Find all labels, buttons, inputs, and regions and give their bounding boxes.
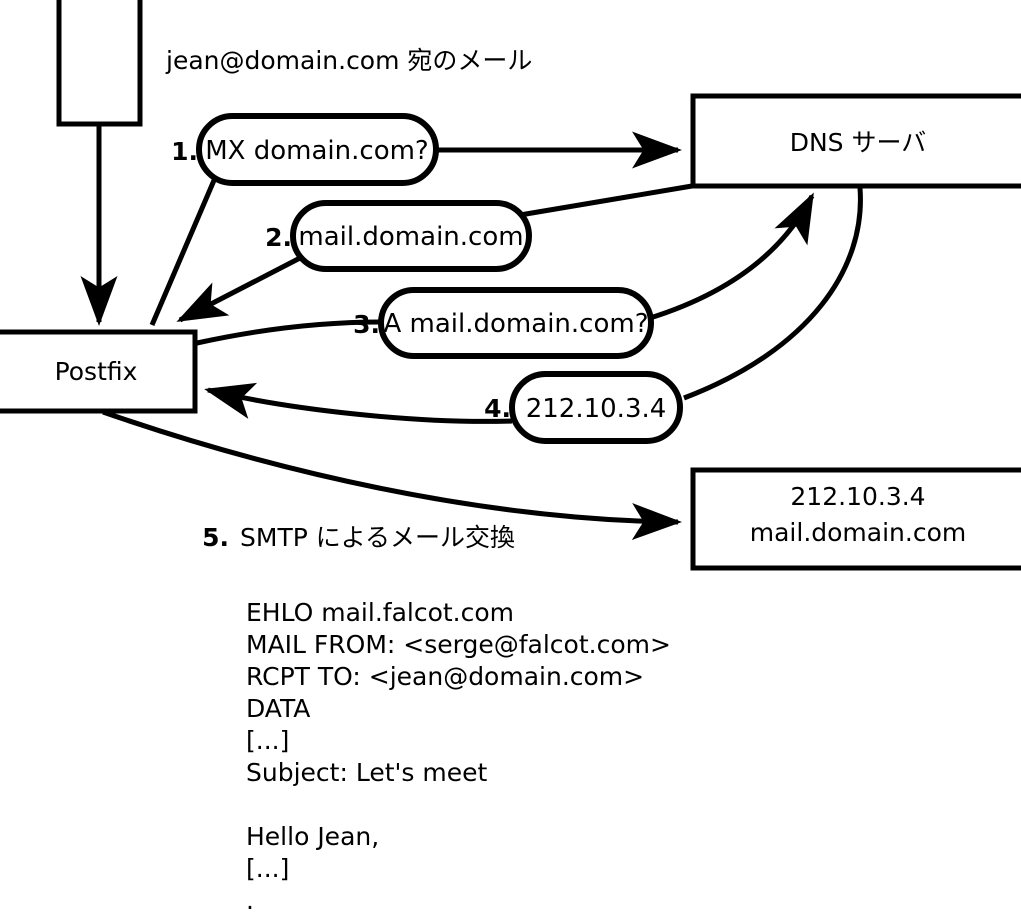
node-postfix-label: Postfix xyxy=(55,357,138,386)
smtp-line-4: [...] xyxy=(246,726,289,755)
step-1-label: MX domain.com? xyxy=(205,136,428,166)
step-2-label: mail.domain.com xyxy=(298,222,523,252)
step-4-pill xyxy=(509,371,683,444)
smtp-line-7: Hello Jean, xyxy=(246,822,379,851)
edge-step3-pill-to-dns xyxy=(649,192,815,321)
step-3-label: A mail.domain.com? xyxy=(384,309,649,339)
edge-step5-postfix-to-mailserver xyxy=(102,409,682,541)
smtp-line-2: RCPT TO: <jean@domain.com> xyxy=(246,662,644,691)
edge-step4-dns-to-pill xyxy=(683,187,863,401)
node-client-box xyxy=(56,0,143,127)
smtp-line-9: . xyxy=(246,886,254,915)
node-dns-server-box xyxy=(690,93,1021,189)
step-4-number: 4. xyxy=(484,394,511,423)
smtp-line-8: [...] xyxy=(246,854,289,883)
step-5-number: 5. xyxy=(202,523,229,552)
node-mail-server-hostname: mail.domain.com xyxy=(750,518,966,547)
smtp-line-1: MAIL FROM: <serge@falcot.com> xyxy=(246,630,671,659)
step-3-number: 3. xyxy=(353,310,380,339)
edge-step2-pill-to-postfix xyxy=(176,255,302,323)
smtp-line-3: DATA xyxy=(246,694,310,723)
step-2-pill xyxy=(290,200,532,272)
step-3-pill xyxy=(378,287,654,359)
smtp-line-5: Subject: Let's meet xyxy=(246,758,487,787)
step-2-number: 2. xyxy=(265,223,292,252)
step-5-label: SMTP によるメール交換 xyxy=(240,523,515,552)
caption-mail-for-jean: jean@domain.com 宛のメール xyxy=(165,46,532,75)
smtp-line-0: EHLO mail.falcot.com xyxy=(246,598,514,627)
node-dns-server-label: DNS サーバ xyxy=(790,128,927,157)
edge-step1-postfix-to-pill xyxy=(149,177,218,326)
step-1-number: 1. xyxy=(171,137,198,166)
node-postfix-box xyxy=(0,329,198,414)
edge-step4-pill-to-postfix xyxy=(204,382,513,424)
step-4-label: 212.10.3.4 xyxy=(526,394,667,424)
step-1-pill xyxy=(196,113,439,186)
edge-step3-postfix-to-pill xyxy=(196,319,382,346)
smtp-transcript: EHLO mail.falcot.com MAIL FROM: <serge@f… xyxy=(246,598,671,915)
node-mail-server-ip: 212.10.3.4 xyxy=(790,482,925,511)
node-mail-server-box xyxy=(690,467,1021,571)
edge-step2-dns-to-pill xyxy=(519,183,693,218)
